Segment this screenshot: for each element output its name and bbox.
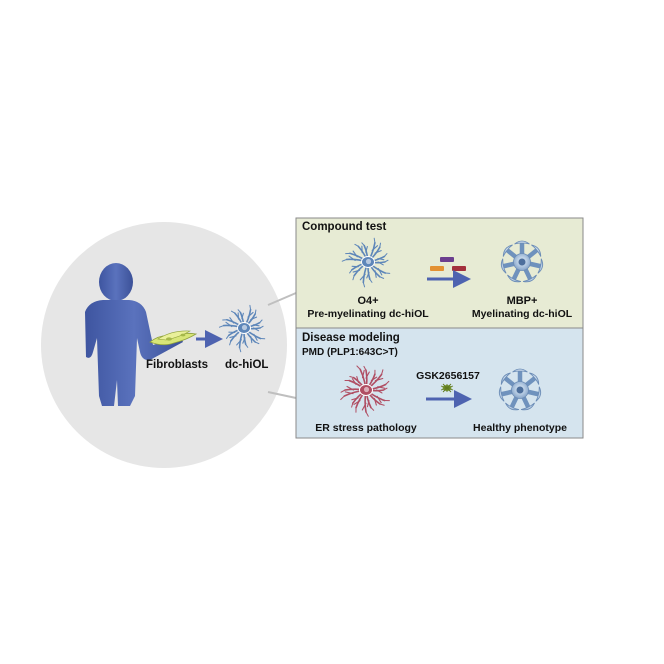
disease-modeling-panel — [295, 327, 584, 439]
compound-test-title: Compound test — [302, 221, 386, 233]
gsk-compound-label: GSK2656157 — [416, 370, 480, 382]
fibroblasts-label: Fibroblasts — [146, 359, 208, 371]
healthy-phenotype-label: Healthy phenotype — [473, 422, 567, 434]
o4-label: O4+ — [357, 295, 378, 307]
healthy-phenotype-cell-icon — [498, 368, 542, 411]
premyelinating-label: Pre-myelinating dc-hiOL — [307, 308, 429, 320]
disease-modeling-title: Disease modeling — [302, 332, 400, 344]
er-stress-cell-icon — [340, 365, 390, 417]
mbp-label: MBP+ — [507, 295, 538, 307]
er-stress-label: ER stress pathology — [315, 422, 417, 434]
myelinating-label: Myelinating dc-hiOL — [472, 308, 573, 320]
pmd-subtitle: PMD (PLP1:643C>T) — [302, 347, 398, 358]
o4-premyelinating-cell-icon — [341, 237, 391, 288]
connector-line-bottom — [267, 391, 297, 399]
compound-bars-icon — [430, 257, 466, 271]
dc-hiol-label: dc-hiOL — [225, 359, 268, 371]
fibroblasts-icon — [149, 330, 198, 346]
person-icon — [85, 263, 183, 406]
compound-test-panel — [295, 217, 584, 329]
dc-hiol-cell-icon — [218, 304, 266, 353]
connector-line-top — [267, 292, 297, 306]
mbp-myelinating-cell-icon — [500, 240, 544, 283]
gsk-compound-icon — [440, 383, 454, 393]
